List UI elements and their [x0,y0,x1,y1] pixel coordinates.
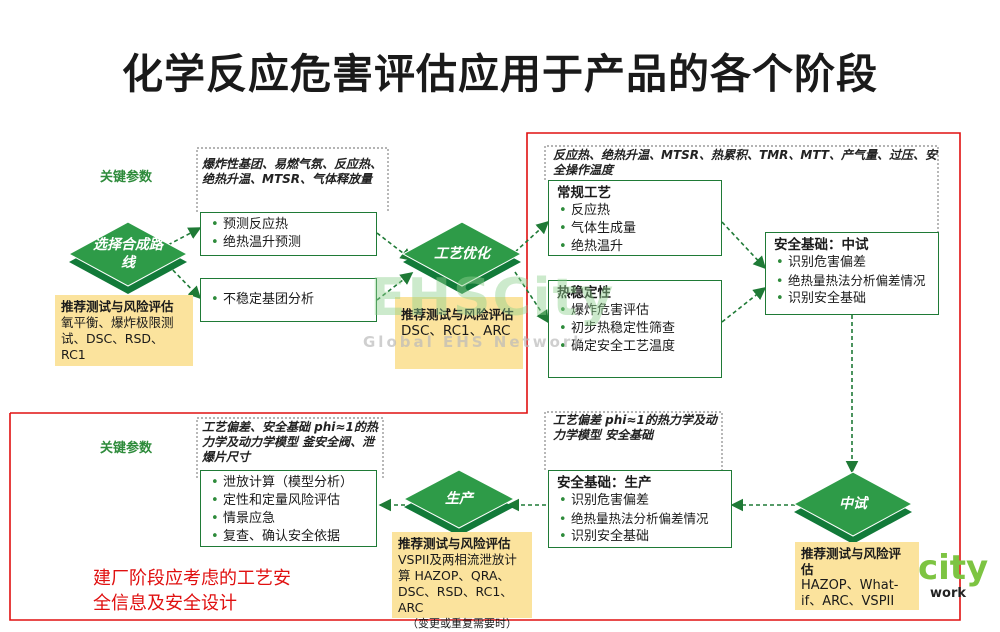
corner-logo-small: work [930,586,966,601]
box-safety-pilot: 安全基础：中试 识别危害偏差 绝热量热法分析偏差情况 识别安全基础 [765,232,939,315]
params-note-top-left: 爆炸性基团、易燃气氛、反应热、绝热升温、MTSR、气体释放量 [202,157,383,186]
box-safety-production: 安全基础：生产 识别危害偏差 绝热量热法分析偏差情况 识别安全基础 [548,470,732,548]
normal-item: 气体生成量 [557,220,713,238]
watermark-logo: EHSCity [370,268,615,328]
corner-logo-big: city [918,548,989,588]
safety-pilot-item: 识别安全基础 [774,290,930,308]
rec-heading: 推荐测试与风险评估 [398,536,511,551]
predict-item: 预测反应热 [209,216,368,234]
safety-prod-item: 识别安全基础 [557,528,723,546]
thermal-heading: 热稳定性 [557,285,611,301]
plant-design-note: 建厂阶段应考虑的工艺安全信息及安全设计 [93,568,291,614]
page-title: 化学反应危害评估应用于产品的各个阶段 [122,50,878,98]
rec-text: HAZOP、What-if、ARC、VSPII [801,578,899,609]
rec-heading: 推荐测试与风险评估 [801,546,902,577]
safety-pilot-item: 识别危害偏差 [774,254,930,272]
corner-logo: city work [918,550,988,601]
stage-pilot-label: 中试 [839,496,867,512]
rec-box-route: 推荐测试与风险评估 氧平衡、爆炸极限测试、DSC、RSD、RC1 [55,295,193,366]
rec-text: DSC、RC1、ARC [401,323,511,339]
normal-heading: 常规工艺 [557,185,611,201]
thermal-item: 初步热稳定性筛查 [557,320,713,338]
box-normal-process: 常规工艺 反应热 气体生成量 绝热温升 [548,180,722,256]
safety-prod-item: 识别危害偏差 [557,492,723,510]
rec-box-pilot: 推荐测试与风险评估 HAZOP、What-if、ARC、VSPII [795,542,919,610]
watermark-big: EHSCity [370,268,616,328]
rec-text: VSPII及两相流泄放计算 HAZOP、QRA、DSC、RSD、RC1、ARC [398,552,517,615]
stage-diamonds [67,221,914,544]
unstable-item: 不稳定基团分析 [209,291,368,309]
key-params-label-top: 关键参数 [100,170,153,185]
box-thermal-stability: 热稳定性 爆炸危害评估 初步热稳定性筛查 确定安全工艺温度 [548,280,722,378]
bottom-left-item: 泄放计算（模型分析） [209,474,368,492]
bottom-left-item: 情景应急 [209,510,368,528]
bottom-left-item: 定性和定量风险评估 [209,492,368,510]
rec-box-optimize: 推荐测试与风险评估 DSC、RC1、ARC [395,297,523,369]
safety-pilot-heading: 安全基础：中试 [774,237,869,253]
rec-box-production: 推荐测试与风险评估 VSPII及两相流泄放计算 HAZOP、QRA、DSC、RS… [392,532,532,630]
stage-production-label: 生产 [445,491,473,507]
params-note-bottom-left: 工艺偏差、安全基础 phi≈1的热力学及动力学模型 釜安全阀、泄爆片尺寸 [202,420,378,464]
normal-item: 绝热温升 [557,238,713,256]
safety-prod-heading: 安全基础：生产 [557,475,652,491]
thermal-item: 确定安全工艺温度 [557,338,713,356]
bottom-left-item: 复查、确认安全依据 [209,528,368,546]
predict-item: 绝热温升预测 [209,234,368,252]
safety-pilot-item: 绝热量热法分析偏差情况 [774,272,930,290]
box-predict: 预测反应热 绝热温升预测 [200,212,377,256]
watermark-caption: Global EHS Network [363,333,587,351]
params-note-top-right: 反应热、绝热升温、MTSR、热累积、TMR、MTT、产气量、过压、安全操作温度 [553,148,937,177]
normal-item: 反应热 [557,202,713,220]
thermal-item: 爆炸危害评估 [557,302,713,320]
red-frame [9,132,961,621]
params-note-bottom-mid: 工艺偏差 phi≈1的热力学及动力学模型 安全基础 [553,413,717,442]
stage-optimize-label: 工艺优化 [434,246,490,262]
rec-text: 氧平衡、爆炸极限测试、DSC、RSD、RC1 [61,315,174,362]
safety-prod-item: 绝热量热法分析偏差情况 [557,510,723,528]
box-unstable-group: 不稳定基团分析 [200,278,377,322]
rec-heading: 推荐测试与风险评估 [61,299,174,314]
key-params-label-bottom: 关键参数 [100,441,153,456]
box-bottom-left: 泄放计算（模型分析） 定性和定量风险评估 情景应急 复查、确认安全依据 [200,470,377,547]
stage-route-label: 选择合成路线 [93,237,163,271]
rec-heading: 推荐测试与风险评估 [401,307,514,322]
rec-note: （变更或重复需要时） [407,617,517,630]
